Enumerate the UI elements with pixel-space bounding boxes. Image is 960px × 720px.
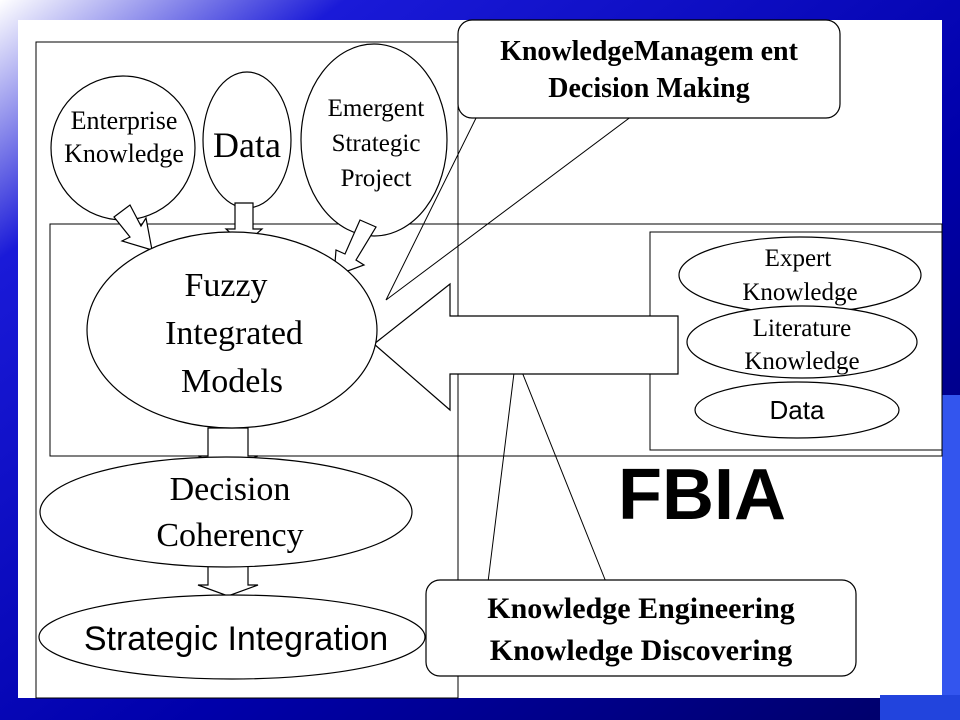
data-right-label: Data (770, 395, 825, 425)
strategic-integration-node: Strategic Integration (38, 594, 426, 680)
fuzzy-line-1: Fuzzy (184, 267, 267, 304)
fuzzy-integrated-models-node: Fuzzy Integrated Models (86, 231, 378, 429)
arrow-sources-to-fuzzy (373, 282, 679, 412)
data-right-node: Data (694, 381, 900, 439)
arrow-emergent-to-fuzzy (333, 219, 377, 277)
data-top-node: Data (202, 71, 292, 209)
expert-line-1: Expert (765, 245, 832, 272)
enterprise-knowledge-line-2: Knowledge (64, 139, 184, 168)
emergent-line-2: Strategic (332, 130, 421, 157)
arrow-enterprise-to-fuzzy (113, 204, 153, 251)
km-callout-pointer (385, 109, 641, 301)
expert-line-2: Knowledge (742, 279, 857, 306)
decision-line-2: Coherency (156, 517, 303, 554)
emergent-strategic-project-node: Emergent Strategic Project (300, 43, 448, 237)
fuzzy-line-2: Integrated (165, 315, 303, 352)
expert-knowledge-node: Expert Knowledge (678, 236, 922, 314)
km-decision-callout: KnowledgeManagem ent Decision Making (457, 19, 841, 119)
data-top-label: Data (213, 125, 281, 165)
literature-line-2: Knowledge (744, 348, 859, 375)
slide-bottom-accent (880, 695, 960, 720)
emergent-line-3: Project (341, 165, 412, 192)
emergent-line-1: Emergent (328, 95, 425, 122)
km-callout-line-1: KnowledgeManagem ent (500, 36, 799, 67)
decision-line-1: Decision (170, 471, 291, 508)
literature-line-1: Literature (753, 315, 852, 342)
slide-right-accent (942, 395, 960, 720)
km-callout-line-2: Decision Making (548, 73, 749, 104)
ke-discovering-callout: Knowledge Engineering Knowledge Discover… (425, 579, 857, 677)
enterprise-knowledge-node: Enterprise Knowledge (50, 75, 196, 221)
literature-knowledge-node: Literature Knowledge (686, 305, 918, 379)
fuzzy-line-3: Models (181, 363, 283, 400)
fbia-label: FBIA (618, 455, 786, 535)
enterprise-knowledge-line-1: Enterprise (71, 106, 178, 135)
ke-callout-line-1: Knowledge Engineering (487, 592, 795, 625)
ke-callout-line-2: Knowledge Discovering (490, 634, 792, 667)
decision-coherency-node: Decision Coherency (39, 456, 413, 568)
strategic-integration-label: Strategic Integration (84, 620, 388, 658)
